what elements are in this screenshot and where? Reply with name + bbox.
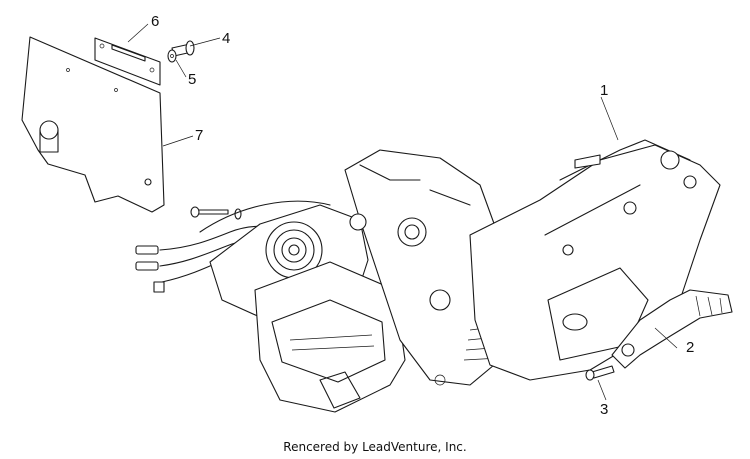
callout-1: 1 — [600, 82, 609, 99]
engine-mount-bolt — [190, 206, 242, 220]
credit-text: Rencered by LeadVenture, Inc. — [283, 440, 467, 454]
pinch-bolt — [585, 365, 615, 381]
blower-housing — [254, 261, 406, 413]
kick-start-lever — [611, 289, 733, 369]
callout-3: 3 — [600, 401, 609, 418]
engine-block — [344, 149, 521, 386]
callout-7: 7 — [195, 127, 204, 144]
callout-2: 2 — [686, 339, 695, 356]
callout-5: 5 — [188, 71, 197, 88]
drive-case-cover — [469, 139, 721, 381]
mounting-bracket — [94, 37, 161, 86]
leader-lines — [127, 23, 678, 401]
callout-4: 4 — [222, 30, 231, 47]
bolt-and-washer — [167, 40, 195, 63]
callout-6: 6 — [151, 13, 160, 30]
heat-shield-plate — [21, 36, 165, 213]
